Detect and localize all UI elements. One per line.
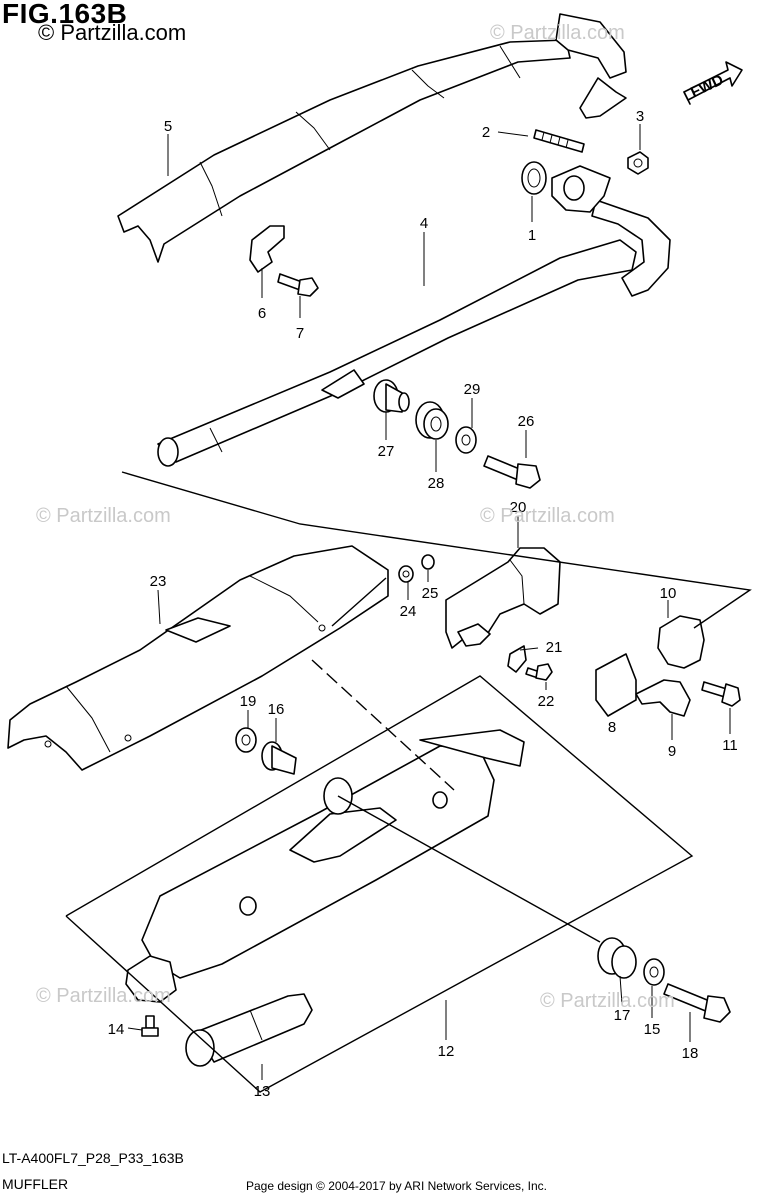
callout-13: 13	[254, 1083, 271, 1100]
callout-16: 16	[268, 701, 285, 718]
part-3-nut	[627, 151, 649, 175]
callout-21: 21	[546, 639, 563, 656]
part-17-grommet	[597, 937, 637, 979]
part-8-sleeve	[595, 653, 637, 717]
callout-12: 12	[438, 1043, 455, 1060]
part-10-clamp	[657, 615, 705, 669]
part-21-clamp-strip	[507, 645, 527, 673]
page-credit: Page design © 2004-2017 by ARI Network S…	[246, 1179, 548, 1193]
watermark-text: © Partzilla.com	[490, 22, 625, 44]
callout-14: 14	[108, 1021, 125, 1038]
fwd-arrow-icon: FWD	[683, 61, 743, 105]
callout-5: 5	[164, 118, 172, 135]
callout-19: 19	[240, 693, 257, 710]
part-18-bolt	[663, 983, 731, 1023]
watermark-text: © Partzilla.com	[36, 985, 171, 1007]
part-27-collar	[373, 379, 410, 413]
callout-17: 17	[614, 1007, 631, 1024]
callout-6: 6	[258, 305, 266, 322]
part-16-collar	[261, 741, 297, 775]
part-14-bolt	[141, 1015, 159, 1037]
part-15-washer	[643, 958, 665, 986]
part-5-heat-shield	[117, 13, 627, 263]
watermark-text: © Partzilla.com	[480, 505, 615, 527]
part-13-spark-arrestor	[185, 993, 313, 1067]
callout-7: 7	[296, 325, 304, 342]
callout-8: 8	[608, 719, 616, 736]
callout-18: 18	[682, 1045, 699, 1062]
callout-24: 24	[400, 603, 417, 620]
part-26-bolt	[483, 455, 541, 489]
callout-28: 28	[428, 475, 445, 492]
watermark-text: © Partzilla.com	[540, 990, 675, 1012]
callout-22: 22	[538, 693, 555, 710]
part-23-heat-shield	[7, 545, 389, 771]
callout-4: 4	[420, 215, 428, 232]
callout-10: 10	[660, 585, 677, 602]
part-22-screw	[525, 663, 553, 681]
fwd-label: FWD	[688, 71, 726, 101]
figure-title: FIG.163B	[2, 0, 128, 29]
callout-25: 25	[422, 585, 439, 602]
part-6-clip	[249, 225, 285, 273]
partzilla-watermark: © Partzilla.com	[38, 20, 187, 45]
part-11-bolt	[701, 681, 741, 707]
part-7-bolt	[277, 273, 319, 297]
part-19-grommet	[235, 727, 257, 753]
callout-26: 26	[518, 413, 535, 430]
leader-lines	[127, 124, 731, 1080]
callout-3: 3	[636, 108, 644, 125]
callout-27: 27	[378, 443, 395, 460]
callout-15: 15	[644, 1021, 661, 1038]
part-2-stud	[533, 129, 585, 153]
callout-11: 11	[722, 737, 738, 754]
part-9-bracket	[635, 679, 691, 717]
part-24-washer	[398, 565, 414, 583]
callout-2: 2	[482, 124, 490, 141]
part-20-shield-bracket	[445, 547, 561, 649]
part-29-washer	[455, 426, 477, 454]
callout-23: 23	[150, 573, 167, 590]
part-4-exhaust-pipe	[157, 199, 671, 467]
model-code: LT-A400FL7_P28_P33_163B	[2, 1150, 184, 1166]
section-title: MUFFLER	[2, 1176, 69, 1192]
part-25-nut	[421, 554, 435, 570]
callout-9: 9	[668, 743, 676, 760]
part-1-gasket	[521, 161, 547, 195]
watermark-text: © Partzilla.com	[36, 505, 171, 527]
callout-20: 20	[510, 499, 527, 516]
callout-1: 1	[528, 227, 536, 244]
assembly-outline	[65, 471, 752, 1093]
callout-29: 29	[464, 381, 481, 398]
